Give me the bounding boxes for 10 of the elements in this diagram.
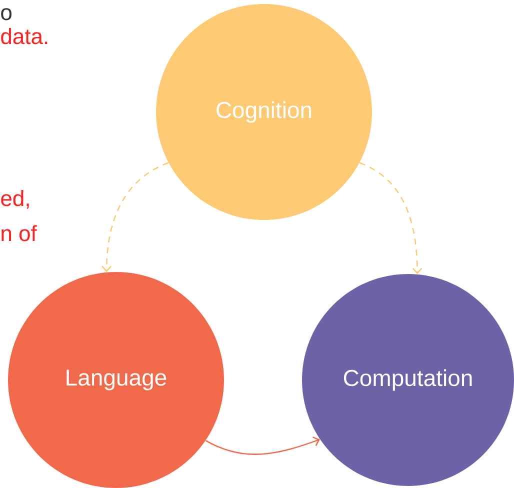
arrow [102, 162, 169, 272]
text-fragment: data. [1, 28, 48, 44]
text-fragment: ed, [1, 190, 29, 209]
arrow [205, 436, 320, 455]
arrow [359, 162, 422, 274]
circle-node: Computation [302, 274, 514, 486]
text-fragment: o [1, 8, 12, 20]
circle-node: Language [8, 272, 224, 488]
text-fragment: n of [2, 225, 37, 242]
circle-node: Cognition [156, 4, 372, 220]
